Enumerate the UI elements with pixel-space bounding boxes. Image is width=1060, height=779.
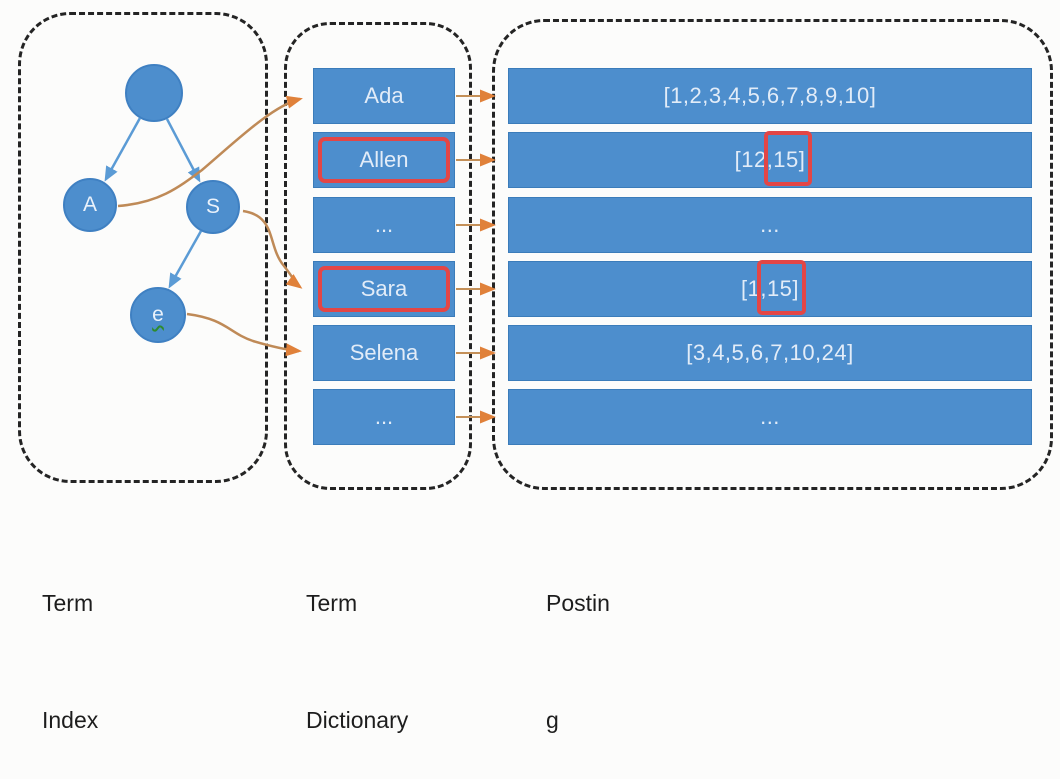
tree-node-a: A (63, 178, 117, 232)
dict-row-ada: Ada (313, 68, 455, 124)
posting-row-6: ... (508, 389, 1032, 445)
posting-highlight-box: ,15] (763, 131, 813, 186)
label-term-index: Term Index (42, 506, 98, 779)
posting-row-1: [1,2,3,4,5,6,7,8,9,10] (508, 68, 1032, 124)
posting-value: ... (760, 212, 780, 237)
posting-value: ... (760, 404, 780, 429)
label-term-dictionary-line1: Term (306, 590, 358, 616)
label-posting: Postin g (546, 506, 610, 779)
posting-row-5: [3,4,5,6,7,10,24] (508, 325, 1032, 381)
label-posting-line2: g (546, 707, 559, 733)
posting-value-prefix: [1 (740, 276, 761, 301)
label-term-dictionary: Term Dictionary (306, 506, 408, 779)
posting-row-2: [12,15] (508, 131, 1032, 188)
label-term-index-line1: Term (42, 590, 94, 616)
posting-row-3: ... (508, 197, 1032, 253)
label-posting-line1: Postin (546, 590, 610, 616)
posting-value: [1,2,3,4,5,6,7,8,9,10] (663, 83, 877, 108)
label-term-index-line2: Index (42, 707, 99, 733)
dict-row-allen: Allen (313, 132, 455, 188)
dict-row-ellipsis-1: ... (313, 197, 455, 253)
posting-value: [3,4,5,6,7,10,24] (686, 340, 854, 365)
tree-node-root (125, 64, 183, 122)
posting-container (492, 19, 1053, 490)
dict-row-selena: Selena (313, 325, 455, 381)
tree-node-s: S (186, 180, 240, 234)
dict-row-sara: Sara (313, 261, 455, 317)
tree-node-e: e (130, 287, 186, 343)
posting-highlight-box: ,15] (757, 260, 806, 315)
label-term-dictionary-line2: Dictionary (306, 707, 409, 733)
tree-node-e-label: e (152, 303, 164, 326)
dict-row-ellipsis-2: ... (313, 389, 455, 445)
posting-row-4: [1,15] (508, 260, 1032, 317)
posting-value-prefix: [12 (734, 147, 767, 172)
